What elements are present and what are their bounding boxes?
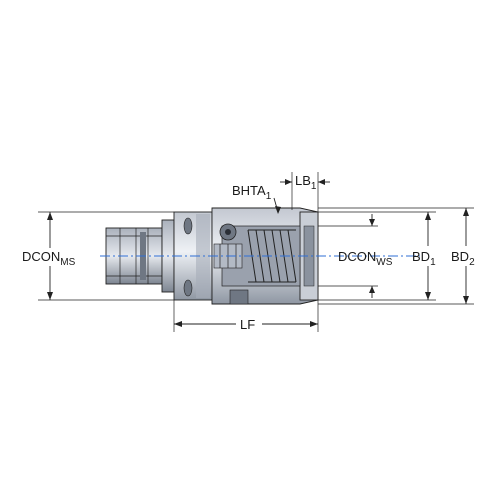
dim-dcon-ws [318,214,378,298]
label-bhta: BHTA1 [232,183,272,202]
label-dcon-ws: DCONWS [338,249,393,268]
dim-dcon-ms [38,211,174,301]
label-bd1: BD1 [412,249,436,268]
leader-bhta [273,197,281,214]
label-lf: LF [240,317,255,332]
label-bd2: BD2 [451,249,475,268]
dim-bd2 [318,207,474,305]
label-dcon-ms: DCONMS [22,249,76,268]
dim-lf [173,300,319,332]
dim-lb [280,172,330,212]
label-lb: LB1 [295,173,317,192]
dim-bd1 [318,211,436,301]
